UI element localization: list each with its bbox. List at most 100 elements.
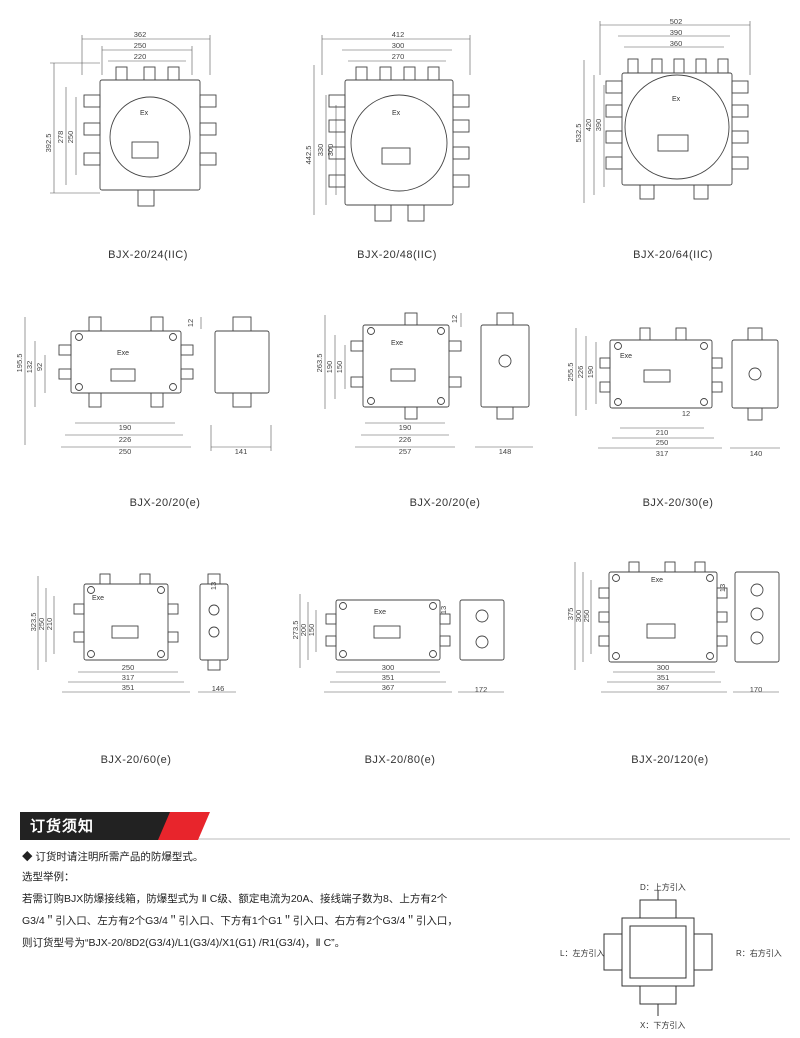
ex-mark: Ex: [140, 110, 149, 117]
dim-width: 257: [399, 447, 412, 456]
direction-label-right: R：右方引入: [736, 949, 782, 958]
dim-depth: 140: [750, 449, 763, 458]
dim-height: 442.5: [304, 146, 313, 165]
drawing-svg: 412 300 270 442.5 330 300 Ex: [304, 30, 471, 222]
dim-height: 200: [299, 624, 308, 637]
product-caption: BJX-20/64(IIC): [633, 249, 713, 261]
ex-mark: Ex: [672, 96, 681, 103]
dim-width: 351: [657, 673, 670, 682]
dim-width: 300: [392, 41, 405, 50]
ex-mark: Ex: [392, 110, 401, 117]
product-drawing-1: 362 250 220 392.5 278 250 Ex BJX-20/24(I…: [40, 25, 240, 261]
example-line-3: 则订货型号为“BJX-20/8D2(G3/4)/L1(G3/4)/X1(G1) …: [22, 937, 346, 949]
dim-height: 323.5: [29, 613, 38, 632]
product-drawing-5: 263.5 190 150 12 190 226 257 148 Exe BJX…: [315, 305, 545, 509]
drawing-svg: 273.5 200 150 13 300 351 367 172 Exe: [291, 594, 505, 694]
dim-height: 278: [56, 131, 65, 144]
direction-diagram-svg: [603, 890, 713, 1016]
dim-height: 330: [316, 144, 325, 157]
dim-height: 250: [582, 610, 591, 623]
dim-height: 375: [566, 608, 575, 621]
dim-depth: 141: [235, 447, 248, 456]
dim-width: 250: [119, 447, 132, 456]
product-drawing-9: 375 300 250 13 300 351 367 170 Exe BJX-2…: [565, 558, 790, 766]
example-line-2: G3/4＂引入口、左方有2个G3/4＂引入口、下方有1个G1＂引入口、右方有2个…: [22, 915, 458, 927]
dim-width: 502: [670, 17, 683, 26]
product-drawing-4: 195.5 132 92 12 190 226 250 141 Exe BJX-…: [15, 305, 285, 509]
dim-width: 317: [122, 673, 135, 682]
product-caption: BJX-20/20(e): [129, 497, 201, 509]
direction-label-left: L：左方引入: [560, 949, 605, 958]
drawing-svg: 255.5 226 190 12 210 250 317 140 Exe: [566, 327, 780, 458]
dim-height: 13: [209, 582, 218, 590]
dim-height: 12: [186, 319, 195, 327]
product-caption: BJX-20/80(e): [364, 754, 436, 766]
dim-height: 13: [439, 606, 448, 614]
dim-width: 390: [670, 28, 683, 37]
product-caption: BJX-20/60(e): [100, 754, 172, 766]
dim-width: 226: [399, 435, 412, 444]
dim-depth: 146: [212, 684, 225, 693]
dim-width: 270: [392, 52, 405, 61]
product-drawing-6: 255.5 226 190 12 210 250 317 140 Exe BJX…: [566, 318, 788, 509]
direction-label-top: D：上方引入: [640, 883, 686, 892]
dim-height: 390: [594, 119, 603, 132]
exe-mark: Exe: [651, 577, 663, 584]
dim-height: 250: [37, 618, 46, 631]
dim-height: 420: [584, 119, 593, 132]
dim-height: 300: [326, 144, 335, 157]
dim-height: 132: [25, 361, 34, 374]
product-caption: BJX-20/24(IIC): [108, 249, 188, 261]
dim-height: 190: [586, 366, 595, 379]
dim-width: 190: [119, 423, 132, 432]
dim-width: 412: [392, 30, 405, 39]
product-caption: BJX-20/30(e): [642, 497, 714, 509]
exe-mark: Exe: [374, 609, 386, 616]
product-caption: BJX-20/48(IIC): [357, 249, 437, 261]
order-bullet-note: ◆ 订货时请注明所需产品的防爆型式。: [22, 851, 204, 863]
dim-offset: 12: [682, 409, 690, 418]
dim-height: 532.5: [574, 124, 583, 143]
product-drawing-8: 273.5 200 150 13 300 351 367 172 Exe BJX…: [290, 590, 515, 766]
product-caption: BJX-20/20(e): [409, 497, 481, 509]
dim-width: 300: [382, 663, 395, 672]
dim-height: 195.5: [15, 354, 24, 373]
dim-width: 362: [134, 30, 147, 39]
dim-width: 360: [670, 39, 683, 48]
dim-width: 367: [657, 683, 670, 692]
product-drawing-7: 323.5 250 210 13 250 317 351 146 Exe BJX…: [28, 570, 248, 766]
dim-height: 263.5: [315, 354, 324, 373]
dim-width: 190: [399, 423, 412, 432]
dim-height: 255.5: [566, 363, 575, 382]
drawing-svg: 375 300 250 13 300 351 367 170 Exe: [566, 561, 780, 694]
dim-width: 210: [656, 428, 669, 437]
dim-width: 250: [134, 41, 147, 50]
dim-depth: 170: [750, 685, 763, 694]
dim-width: 367: [382, 683, 395, 692]
product-drawing-2: 412 300 270 442.5 330 300 Ex BJX-20/48(I…: [300, 25, 500, 261]
section-header-graphic: [20, 812, 790, 840]
section-header-bar: [20, 810, 790, 844]
exe-mark: Exe: [391, 340, 403, 347]
exe-mark: Exe: [117, 350, 129, 357]
product-drawing-3: 502 390 360 532.5 420 390 Ex BJX-20/64(I…: [570, 15, 770, 261]
drawing-svg: 502 390 360 532.5 420 390 Ex: [574, 17, 751, 203]
dim-width: 351: [122, 683, 135, 692]
dim-height: 12: [450, 315, 459, 323]
dim-width: 250: [122, 663, 135, 672]
dim-height: 300: [574, 610, 583, 623]
dim-height: 392.5: [44, 134, 53, 153]
dim-height: 92: [35, 363, 44, 371]
direction-label-bottom: X：下方引入: [640, 1021, 686, 1030]
dim-height: 150: [307, 624, 316, 637]
example-line-1: 若需订购BJX防爆接线箱，防爆型式为 Ⅱ C级、额定电流为20A、接线端子数为8…: [22, 893, 448, 905]
dim-height: 273.5: [291, 621, 300, 640]
dim-width: 351: [382, 673, 395, 682]
dim-height: 210: [45, 618, 54, 631]
dim-width: 300: [657, 663, 670, 672]
dim-height: 190: [325, 361, 334, 374]
dim-width: 317: [656, 449, 669, 458]
drawing-svg: 362 250 220 392.5 278 250 Ex: [44, 30, 217, 207]
dim-depth: 148: [499, 447, 512, 456]
dim-width: 250: [656, 438, 669, 447]
